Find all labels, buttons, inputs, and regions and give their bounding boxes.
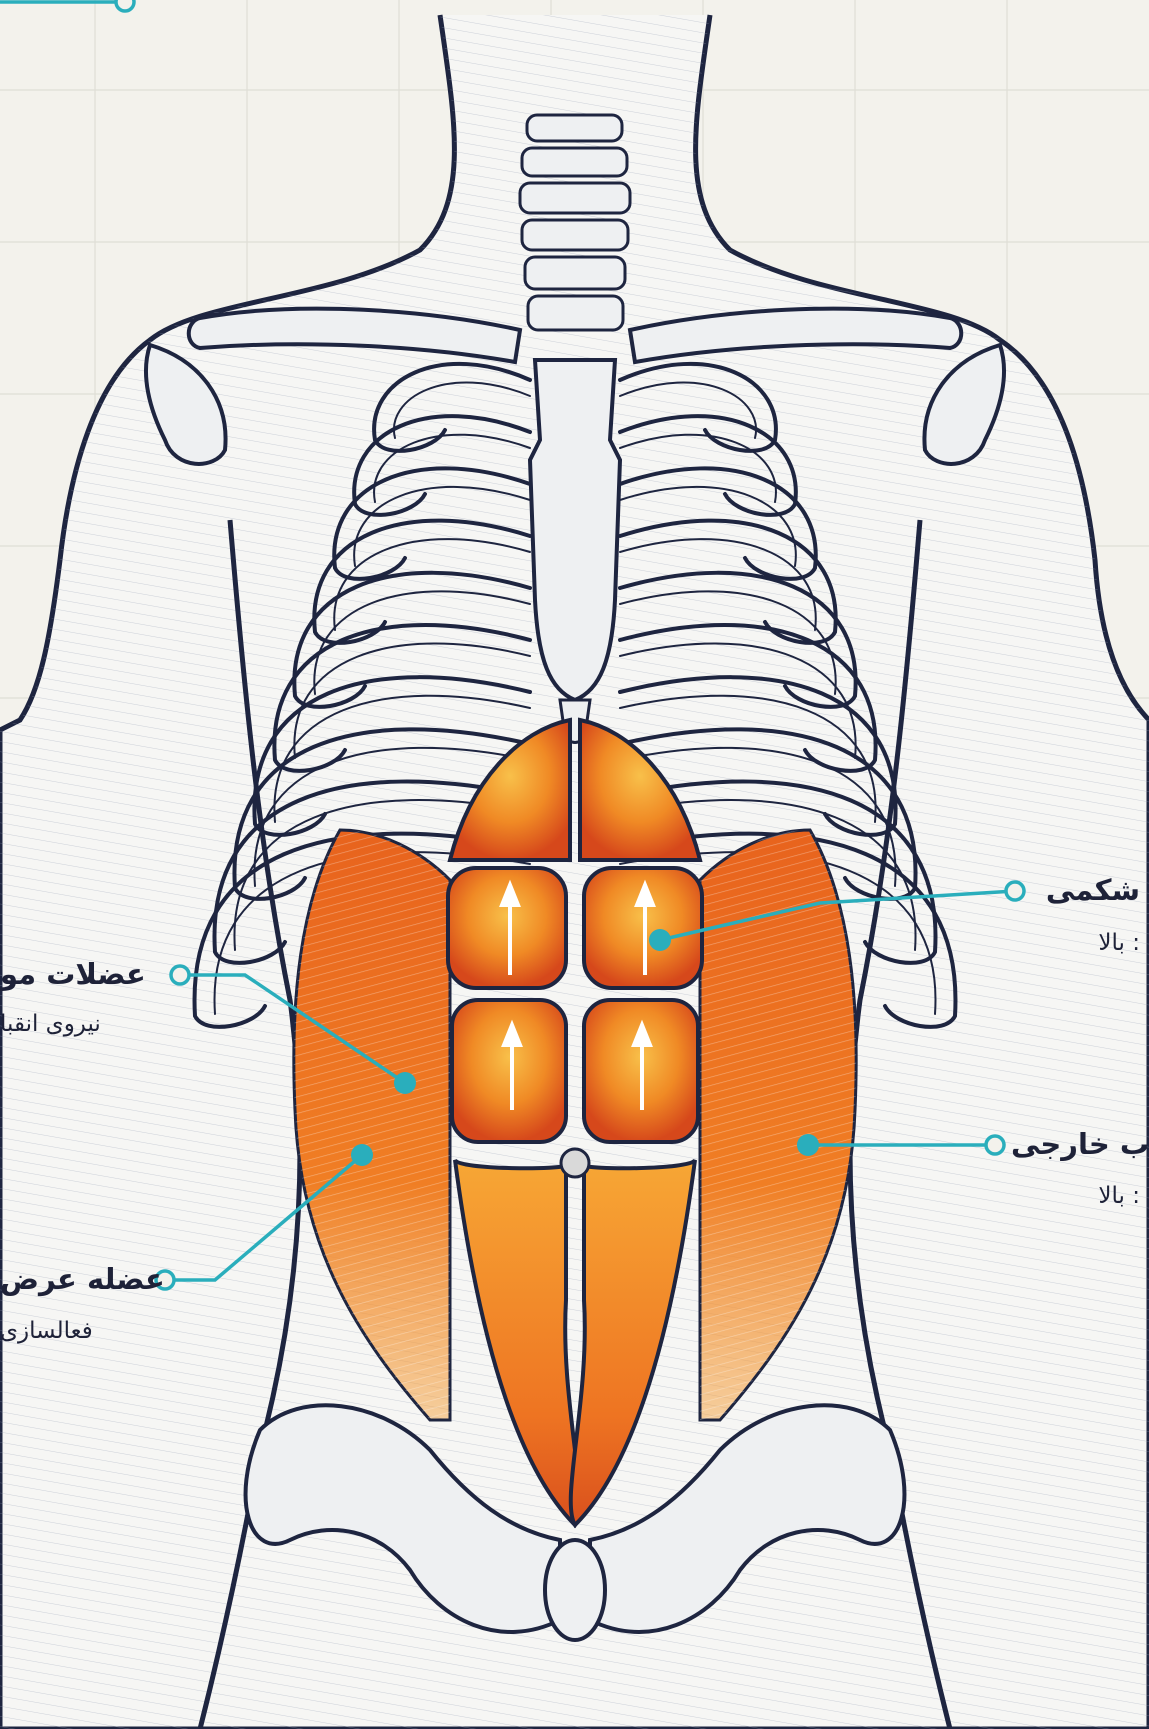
label-oblique-right-subtitle: : بالا bbox=[1098, 1185, 1140, 1208]
label-oblique-left-title: عضلات مو bbox=[0, 960, 146, 989]
label-oblique-right-title: ب خارجی bbox=[1011, 1130, 1149, 1159]
cervical-spine bbox=[520, 115, 630, 330]
label-transverse-subtitle: فعالسازی bbox=[0, 1320, 93, 1343]
label-oblique-left-subtitle: نیروی انقبا bbox=[0, 1013, 101, 1036]
label-rectus-subtitle: : بالا bbox=[1098, 932, 1140, 955]
label-transverse-title: عضله عرض bbox=[0, 1265, 165, 1294]
label-rectus-title: شکمی bbox=[1046, 876, 1140, 905]
